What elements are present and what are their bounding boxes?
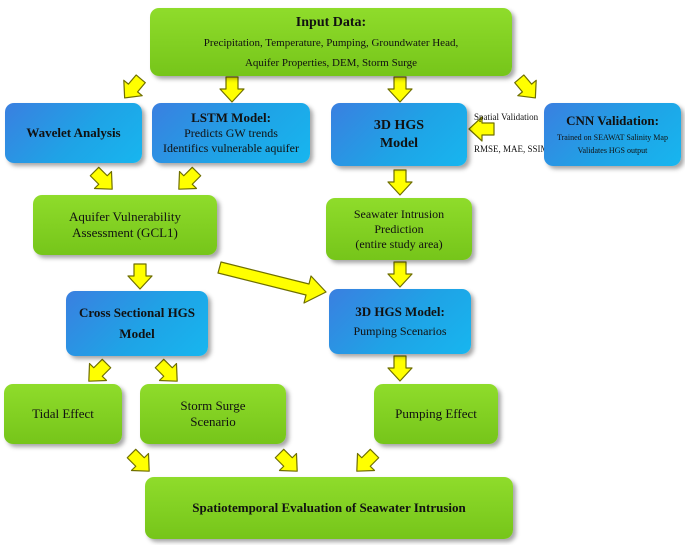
hgs-3d-line2: Model xyxy=(379,135,419,151)
storm-line1: Storm Surge xyxy=(180,397,246,413)
arrow-wavelet-to-vulnerability xyxy=(85,162,122,199)
lstm-line2: Identifics vulnerable aquifer xyxy=(163,141,299,156)
final-title: Spatiotemporal Evaluation of Seawater In… xyxy=(192,499,466,515)
input-data-box: Input Data: Precipitation, Temperature, … xyxy=(150,8,512,76)
arrow-vulnerability-to-cross-sectional xyxy=(127,263,153,290)
arrow-lstm-to-vulnerability xyxy=(169,162,206,199)
cnn-title: CNN Validation: xyxy=(566,112,659,128)
cross-sectional-hgs-box: Cross Sectional HGS Model xyxy=(66,291,208,356)
arrow-3dhgs-to-prediction xyxy=(387,169,413,196)
tidal-title: Tidal Effect xyxy=(32,405,94,421)
arrow-pumping-model-to-effect xyxy=(387,355,413,382)
cross-sectional-line2: Model xyxy=(119,325,155,341)
aquifer-vulnerability-box: Aquifer Vulnerability Assessment (GCL1) xyxy=(33,195,217,255)
arrow-input-to-3dhgs xyxy=(387,76,413,103)
cnn-line2: Validates HGS output xyxy=(577,146,648,156)
arrow-vulnerability-to-pumping-model xyxy=(217,261,327,304)
arrow-storm-to-final xyxy=(270,444,307,481)
spatiotemporal-evaluation-box: Spatiotemporal Evaluation of Seawater In… xyxy=(145,477,513,539)
wavelet-title: Wavelet Analysis xyxy=(26,124,121,140)
hgs-pumping-scenarios-box: 3D HGS Model: Pumping Scenarios xyxy=(329,289,471,354)
pumping-model-title: 3D HGS Model: xyxy=(355,303,445,319)
metrics-label: RMSE, MAE, SSIM xyxy=(474,144,549,154)
tidal-effect-box: Tidal Effect xyxy=(4,384,122,444)
arrow-pumping-to-final xyxy=(347,444,384,481)
input-data-title: Input Data: xyxy=(295,14,367,30)
spatial-validation-label: Spatial Validation xyxy=(474,112,539,122)
prediction-line3: (entire study area) xyxy=(355,236,443,251)
input-data-line2: Aquifer Properties, DEM, Storm Surge xyxy=(244,56,418,69)
arrow-input-to-lstm xyxy=(219,76,245,103)
arrow-input-to-cnn xyxy=(509,70,546,107)
pumping-model-line1: Pumping Scenarios xyxy=(353,324,447,339)
vulnerability-line2: Assessment (GCL1) xyxy=(72,225,178,240)
pumping-effect-title: Pumping Effect xyxy=(395,405,477,421)
wavelet-analysis-box: Wavelet Analysis xyxy=(5,103,142,163)
arrow-input-to-wavelet xyxy=(114,70,151,107)
storm-surge-box: Storm Surge Scenario xyxy=(140,384,286,444)
hgs-3d-line1: 3D HGS xyxy=(373,118,425,133)
vulnerability-line1: Aquifer Vulnerability xyxy=(69,208,181,224)
lstm-model-box: LSTM Model: Predicts GW trends Identific… xyxy=(152,103,310,163)
cnn-validation-box: CNN Validation: Trained on SEAWAT Salini… xyxy=(544,103,681,166)
prediction-line2: Prediction xyxy=(374,221,424,236)
storm-line2: Scenario xyxy=(190,414,236,429)
arrow-prediction-to-pumping-model xyxy=(387,261,413,288)
pumping-effect-box: Pumping Effect xyxy=(374,384,498,444)
lstm-title: LSTM Model: xyxy=(191,109,271,125)
input-data-line1: Precipitation, Temperature, Pumping, Gro… xyxy=(203,37,459,49)
arrow-tidal-to-final xyxy=(122,444,159,481)
cross-sectional-line1: Cross Sectional HGS xyxy=(78,305,196,321)
lstm-line1: Predicts GW trends xyxy=(184,126,278,141)
cnn-line1: Trained on SEAWAT Salinity Map xyxy=(557,133,668,143)
seawater-intrusion-prediction-box: Seawater Intrusion Prediction (entire st… xyxy=(326,198,472,260)
prediction-line1: Seawater Intrusion xyxy=(353,206,445,221)
hgs-3d-model-box: 3D HGS Model xyxy=(331,103,467,166)
